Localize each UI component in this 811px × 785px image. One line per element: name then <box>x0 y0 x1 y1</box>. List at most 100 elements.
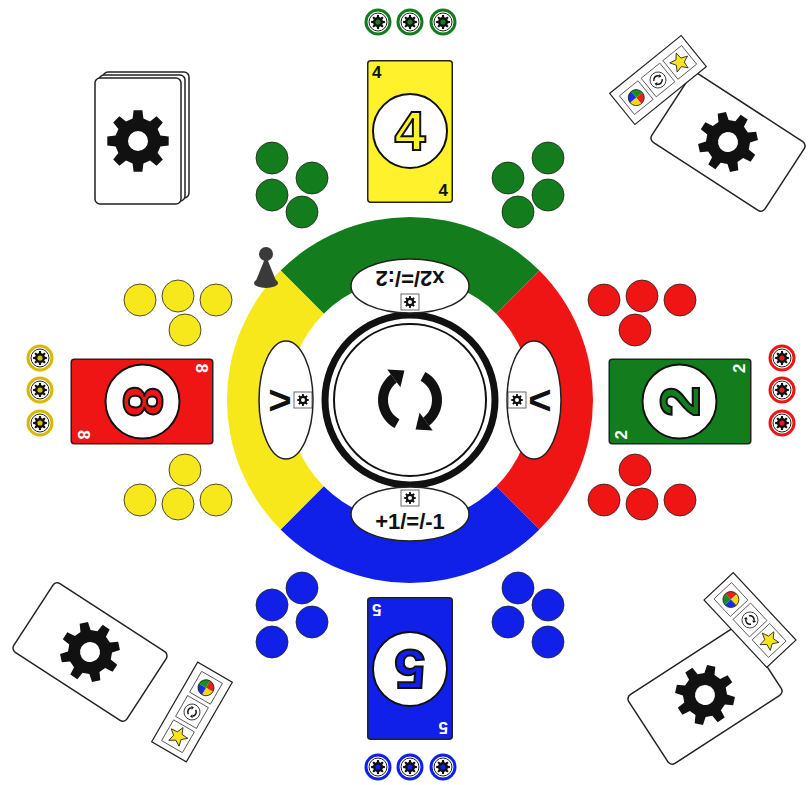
wheel-hub-inner <box>334 324 486 476</box>
icon-box <box>619 81 653 115</box>
gear-icon <box>33 351 47 365</box>
wheel-segment <box>496 271 593 530</box>
gear-icon <box>436 15 450 29</box>
score-dot <box>588 484 620 516</box>
token-center <box>440 764 445 769</box>
gear-box <box>508 392 526 408</box>
token-center <box>779 387 784 392</box>
corner-number: 5 <box>372 601 381 618</box>
pawn-base <box>254 278 278 288</box>
gear-token <box>431 10 455 34</box>
gear-box <box>294 392 312 408</box>
score-dot <box>124 284 156 316</box>
draw-deck <box>95 72 189 204</box>
action-pad: < <box>506 340 562 460</box>
token-ring <box>431 755 455 779</box>
token-ring <box>28 346 52 370</box>
score-dot <box>169 454 201 486</box>
corner-number: 4 <box>372 64 381 81</box>
token-center <box>375 19 380 24</box>
action-pad: x2/=/:2 <box>350 258 470 314</box>
icon-panel <box>152 662 233 762</box>
token-center <box>375 764 380 769</box>
score-dot <box>296 606 328 638</box>
gear-token <box>366 10 390 34</box>
refresh-arrowhead <box>190 706 194 710</box>
action-pad: +1/=/-1 <box>350 486 470 542</box>
pawn <box>254 247 278 288</box>
token-inner <box>773 414 791 432</box>
token-ring <box>770 411 794 435</box>
gear-icon <box>511 394 523 406</box>
gear-token <box>366 755 390 779</box>
gear-token <box>398 755 422 779</box>
token-ring <box>770 378 794 402</box>
token-ring <box>770 346 794 370</box>
refresh-arrowhead <box>654 82 658 86</box>
score-dot <box>256 179 288 211</box>
score-dot <box>664 484 696 516</box>
card-number: 2 <box>652 385 708 416</box>
score-dot <box>200 284 232 316</box>
number-card: 888 <box>71 358 214 444</box>
icon-panel <box>610 36 707 125</box>
refresh-ring <box>739 609 762 632</box>
gear-icon <box>687 101 769 183</box>
token-inner <box>401 13 419 31</box>
score-dot <box>286 572 318 604</box>
token-ring <box>28 378 52 402</box>
corner-number: 5 <box>439 719 448 736</box>
token-ring <box>366 10 390 34</box>
gear-icon <box>664 654 746 736</box>
gear-token <box>770 411 794 435</box>
gear-icon <box>436 760 450 774</box>
gear-icon <box>404 492 416 504</box>
token-ring <box>431 10 455 34</box>
score-dot <box>619 454 651 486</box>
token-inner <box>369 13 387 31</box>
token-ring <box>366 755 390 779</box>
color-wheel-rim <box>625 86 648 109</box>
score-dot <box>124 484 156 516</box>
score-dot <box>492 162 524 194</box>
gear-token <box>398 10 422 34</box>
action-pad: > <box>258 340 314 460</box>
token-ring <box>398 10 422 34</box>
gear-token <box>28 346 52 370</box>
gear-token <box>770 346 794 370</box>
gear-token <box>28 378 52 402</box>
pad-ellipse <box>351 259 469 313</box>
pad-ellipse <box>351 487 469 541</box>
token-inner <box>31 381 49 399</box>
panel-outline <box>704 573 796 668</box>
refresh-arrowhead <box>387 370 404 388</box>
gear-icon <box>33 416 47 430</box>
gear-token <box>431 755 455 779</box>
color-wheel-slice <box>720 594 731 605</box>
gear-icon <box>775 383 789 397</box>
gear-icon <box>297 394 309 406</box>
panel-outline <box>152 662 233 762</box>
score-dot <box>256 142 288 174</box>
wheel-segment <box>281 217 540 314</box>
token-inner <box>369 758 387 776</box>
card-face <box>368 60 453 202</box>
number-card: 222 <box>609 358 752 444</box>
gear-icon <box>404 296 416 308</box>
token-center <box>407 764 412 769</box>
score-dot <box>532 626 564 658</box>
corner-number: 2 <box>731 363 748 372</box>
corner-number: 8 <box>193 363 210 372</box>
gear-icon <box>107 110 168 171</box>
color-wheel-rim <box>195 677 217 699</box>
gear-box <box>401 294 419 310</box>
score-dot <box>492 606 524 638</box>
refresh-ring <box>647 69 670 92</box>
refresh-arrow <box>421 372 442 426</box>
number-card: 444 <box>367 60 453 203</box>
token-inner <box>31 414 49 432</box>
card-outline <box>11 581 169 723</box>
icon-box <box>162 720 195 753</box>
token-center <box>37 420 42 425</box>
